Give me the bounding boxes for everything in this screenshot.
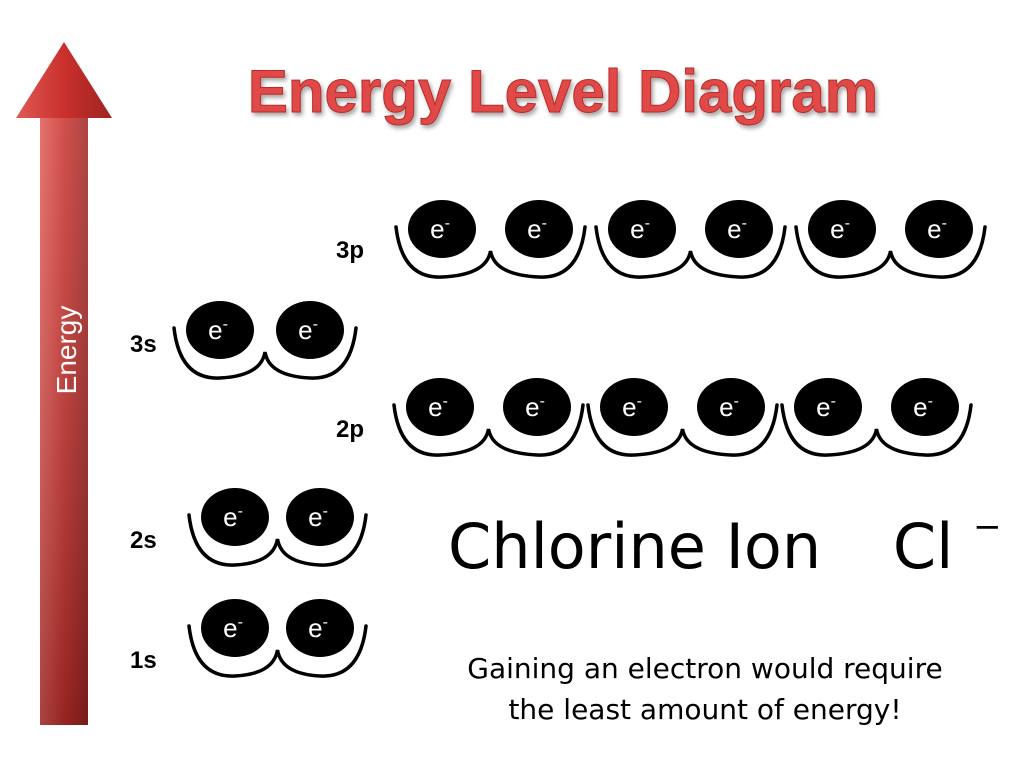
orbital: e-e- — [586, 378, 779, 457]
electron: e- — [697, 378, 765, 436]
electron: e- — [201, 599, 269, 657]
caption-line-1: Gaining an electron would require — [467, 652, 942, 685]
electron-label: e- — [525, 392, 545, 422]
orbital-cradle — [394, 225, 587, 279]
electron: e- — [808, 200, 876, 258]
electron-label: e- — [208, 315, 228, 345]
electron-label: e- — [308, 502, 328, 532]
electron-circle — [201, 488, 269, 546]
electron: e- — [286, 488, 354, 546]
electron: e- — [600, 378, 668, 436]
orbital: e-e- — [780, 378, 973, 457]
electron: e- — [505, 200, 573, 258]
orbital-cradle — [794, 225, 987, 279]
ion-symbol: Cl — [893, 510, 954, 583]
electron: e- — [503, 378, 571, 436]
electron-label: e- — [298, 315, 318, 345]
electron: e- — [186, 301, 254, 359]
electron: e- — [794, 378, 862, 436]
electron: e- — [276, 301, 344, 359]
electron: e- — [608, 200, 676, 258]
orbital-cradle — [594, 225, 787, 279]
electron-label: e- — [527, 214, 547, 244]
electron-label: e- — [428, 392, 448, 422]
electron-circle — [697, 378, 765, 436]
ion-charge: − — [973, 507, 1002, 547]
electron-label: e- — [927, 214, 947, 244]
electron-circle — [408, 200, 476, 258]
orbital-cradle — [187, 513, 368, 567]
electron-circle — [186, 301, 254, 359]
electron-circle — [905, 200, 973, 258]
energy-axis-label: Energy — [51, 306, 82, 395]
orbital-cradle — [392, 403, 585, 457]
electron-circle — [808, 200, 876, 258]
orbital: e-e- — [187, 599, 368, 678]
electron-label: e- — [913, 392, 933, 422]
electron-label: e- — [622, 392, 642, 422]
electron-label: e- — [719, 392, 739, 422]
level-label-1s: 1s — [130, 647, 157, 674]
electron-circle — [794, 378, 862, 436]
electron-circle — [608, 200, 676, 258]
energy-level-2s: 2s e-e- — [130, 488, 368, 567]
electron-label: e- — [727, 214, 747, 244]
electron-circle — [705, 200, 773, 258]
electron: e- — [406, 378, 474, 436]
energy-level-3s: 3s e-e- — [130, 301, 358, 380]
electron: e- — [408, 200, 476, 258]
electron-circle — [600, 378, 668, 436]
electron-label: e- — [430, 214, 450, 244]
electron-circle — [503, 378, 571, 436]
electron: e- — [905, 200, 973, 258]
page-title: Energy Level Diagram — [248, 58, 878, 125]
energy-level-2p: 2p e-e-e-e-e-e- — [336, 378, 973, 457]
electron-label: e- — [630, 214, 650, 244]
electron-circle — [201, 599, 269, 657]
orbital: e-e- — [392, 378, 585, 457]
orbital: e-e- — [172, 301, 358, 380]
electron-circle — [891, 378, 959, 436]
electron-circle — [505, 200, 573, 258]
electron-circle — [286, 488, 354, 546]
level-label-2p: 2p — [336, 416, 364, 443]
level-label-3p: 3p — [336, 237, 364, 264]
orbital: e-e- — [594, 200, 787, 279]
orbital: e-e- — [187, 488, 368, 567]
electron: e- — [705, 200, 773, 258]
electron-label: e- — [223, 502, 243, 532]
orbital: e-e- — [394, 200, 587, 279]
ion-label: Chlorine Ion Cl − — [448, 507, 1002, 583]
electron-label: e- — [816, 392, 836, 422]
energy-level-1s: 1s e-e- — [130, 599, 368, 678]
energy-level-3p: 3p e-e-e-e-e-e- — [336, 200, 987, 279]
orbital-cradle — [780, 403, 973, 457]
electron-circle — [286, 599, 354, 657]
energy-axis-arrow: Energy — [16, 42, 112, 725]
orbital-cradle — [172, 326, 358, 380]
electron-circle — [276, 301, 344, 359]
orbital-cradle — [586, 403, 779, 457]
electron-label: e- — [308, 613, 328, 643]
electron-label: e- — [830, 214, 850, 244]
electron-circle — [406, 378, 474, 436]
caption-line-2: the least amount of energy! — [508, 693, 901, 726]
electron: e- — [201, 488, 269, 546]
electron-label: e- — [223, 613, 243, 643]
orbital: e-e- — [794, 200, 987, 279]
electron: e- — [286, 599, 354, 657]
orbital-cradle — [187, 624, 368, 678]
ion-name: Chlorine Ion — [448, 510, 821, 583]
level-label-2s: 2s — [130, 527, 157, 554]
electron: e- — [891, 378, 959, 436]
level-label-3s: 3s — [130, 331, 157, 358]
